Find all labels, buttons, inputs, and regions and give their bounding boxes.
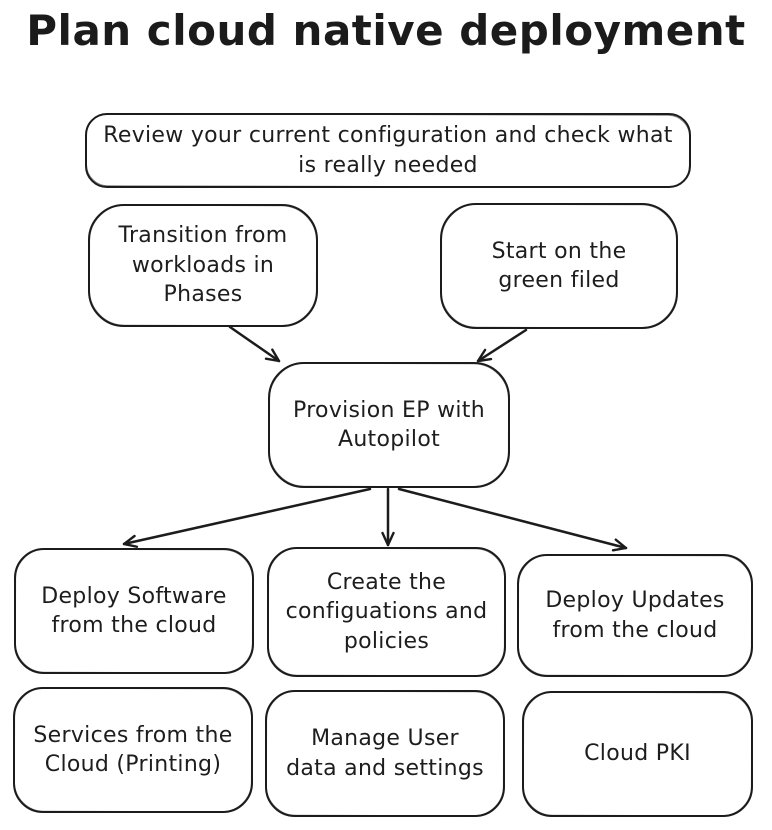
node-start-green-field-label: Start on the green filed bbox=[491, 238, 627, 293]
node-cloud-pki-label: Cloud PKI bbox=[584, 741, 691, 767]
node-create-configurations: Create the configuations and policies bbox=[267, 547, 506, 677]
diagram-title: Plan cloud native deployment bbox=[26, 6, 746, 55]
node-transition-workloads-label: Transition from workloads in Phases bbox=[118, 223, 288, 308]
arrow-provision-to-deploy-updates bbox=[397, 487, 628, 552]
node-provision-ep-autopilot-label: Provision EP with Autopilot bbox=[293, 397, 485, 452]
node-provision-ep-autopilot: Provision EP with Autopilot bbox=[268, 362, 510, 488]
arrow-provision-to-deploy-software bbox=[122, 487, 372, 548]
arrow-transition-to-provision bbox=[228, 325, 281, 363]
arrow-greenfield-to-provision bbox=[476, 328, 528, 363]
node-deploy-updates: Deploy Updates from the cloud bbox=[517, 554, 753, 677]
node-transition-workloads: Transition from workloads in Phases bbox=[88, 204, 318, 327]
node-review-configuration-label: Review your current configuration and ch… bbox=[103, 123, 673, 178]
node-deploy-updates-label: Deploy Updates from the cloud bbox=[545, 588, 725, 643]
node-services-from-cloud: Services from the Cloud (Printing) bbox=[13, 687, 253, 813]
node-review-configuration: Review your current configuration and ch… bbox=[85, 113, 691, 188]
node-deploy-software: Deploy Software from the cloud bbox=[14, 548, 254, 674]
node-cloud-pki: Cloud PKI bbox=[522, 691, 753, 817]
node-create-configurations-label: Create the configuations and policies bbox=[285, 569, 488, 654]
node-manage-user-data: Manage User data and settings bbox=[265, 690, 505, 817]
node-start-green-field: Start on the green filed bbox=[440, 203, 678, 329]
node-manage-user-data-label: Manage User data and settings bbox=[286, 726, 484, 781]
node-deploy-software-label: Deploy Software from the cloud bbox=[41, 583, 227, 638]
node-services-from-cloud-label: Services from the Cloud (Printing) bbox=[33, 722, 233, 777]
